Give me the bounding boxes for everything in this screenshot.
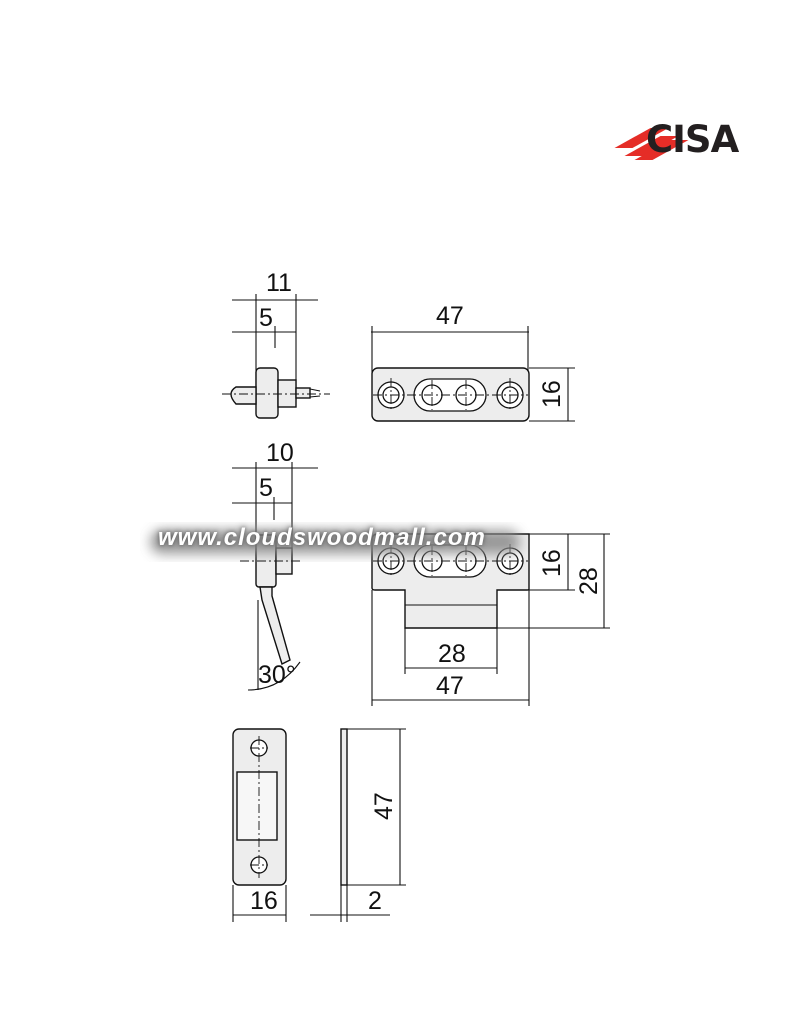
cisa-logo-mark <box>614 128 689 160</box>
view-side-striker: 11 5 <box>222 269 330 419</box>
dim-view6-length: 47 <box>370 792 398 820</box>
view-keeper-front: 16 <box>232 728 287 922</box>
dim-view1-total: 11 <box>266 269 292 297</box>
dim-view4-inner-width: 28 <box>438 640 466 668</box>
view-keeper-side: 47 2 <box>310 728 406 922</box>
brand-name: CISA <box>646 118 739 161</box>
dim-view3-total: 10 <box>266 439 294 467</box>
dim-view2-height: 16 <box>538 380 566 408</box>
dim-view4-length: 47 <box>436 672 464 700</box>
watermark-shadow <box>150 530 520 554</box>
dim-view4-total-height: 28 <box>575 567 603 595</box>
dim-view2-length: 47 <box>436 302 464 330</box>
dim-view6-thickness: 2 <box>368 887 382 915</box>
dim-view5-width: 16 <box>250 887 278 915</box>
view-side-angled: 10 5 30° <box>232 439 318 691</box>
dim-view3-angle: 30° <box>258 661 296 689</box>
view-front-striker: 47 16 <box>371 302 575 422</box>
dim-view4-inner-height: 16 <box>538 549 566 577</box>
watermark-text: www.cloudswoodmall.com <box>158 524 486 551</box>
view-front-angled: 16 28 28 47 <box>371 533 610 706</box>
dim-view3-inner: 5 <box>259 474 273 502</box>
dim-view1-inner: 5 <box>259 304 273 332</box>
